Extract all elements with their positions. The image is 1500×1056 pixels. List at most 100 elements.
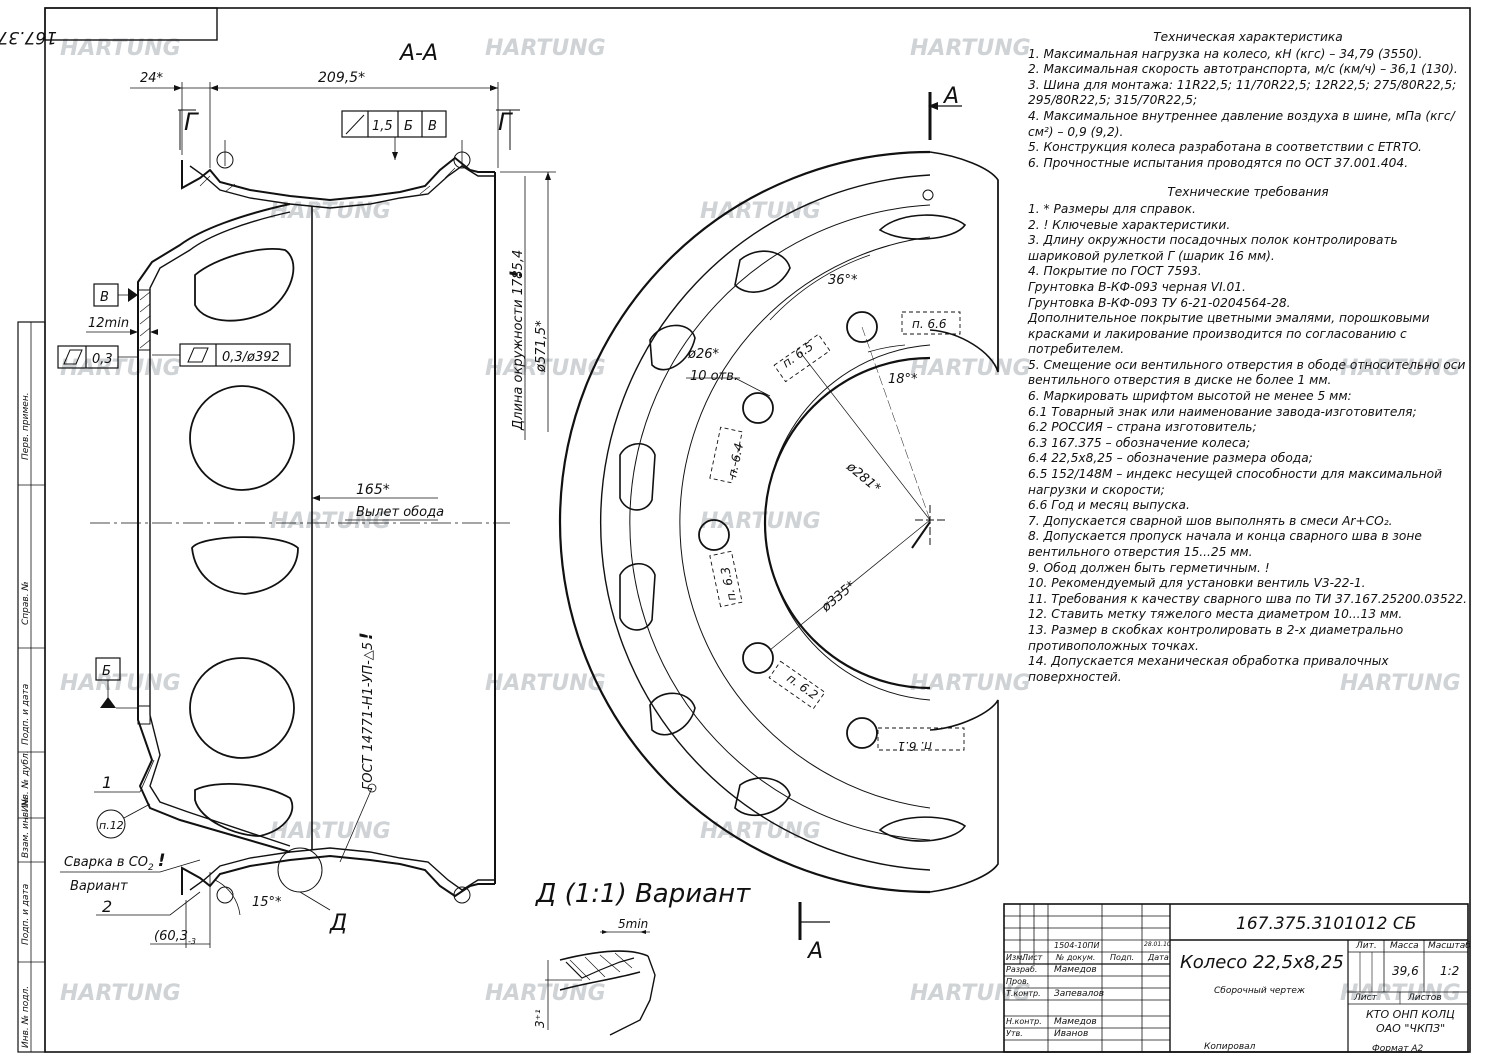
corner-code: 167.375.3101012 СБ <box>0 27 57 47</box>
tb-change-date: 28.01.10 <box>1144 941 1171 948</box>
mark-p61: п. 6.1 <box>897 739 932 753</box>
tb-sheets: Листов <box>1408 993 1442 1003</box>
req-item: 7. Допускается сварной шов выполнять в с… <box>1028 513 1393 528</box>
tb-scale: 1:2 <box>1440 964 1460 978</box>
dim-3: 3⁺¹ <box>533 1009 547 1028</box>
req-item: 6.5 152/148М – индекс несущей способност… <box>1028 467 1443 497</box>
req-item: 1. * Размеры для справок. <box>1028 201 1196 216</box>
req-item: 6.2 РОССИЯ – страна изготовитель; <box>1028 420 1257 435</box>
watermark: HARTUNG <box>910 36 1031 61</box>
watermark: HARTUNG <box>485 356 606 381</box>
req-item: 14. Допускается механическая обработка п… <box>1028 654 1389 684</box>
tol-datum-b: Б <box>404 119 413 134</box>
datum-v: В <box>100 290 109 305</box>
dim-165: 165* <box>356 482 390 498</box>
gost-key: ! <box>357 632 377 640</box>
req-item: 5. Смещение оси вентильного отверстия в … <box>1028 357 1466 388</box>
tb-nkontr: Н.контр. <box>1006 1017 1042 1026</box>
gost-weld: ГОСТ 14771-Н1-УП-△5 <box>361 642 376 790</box>
tb-podp: Подп. <box>1110 953 1135 962</box>
tb-change-no: 1504-10ПИ <box>1054 941 1100 950</box>
title-block: 167.375.3101012 СБ 1504-10ПИ 28.01.10 Из… <box>1004 904 1471 1054</box>
watermark: HARTUNG <box>1340 671 1461 696</box>
req-item: 12. Ставить метку тяжелого места диаметр… <box>1028 607 1403 622</box>
strip-label: Взам. инв. № <box>21 797 31 858</box>
tech-item: 5. Конструкция колеса разработана в соот… <box>1028 140 1422 155</box>
detail-d: Д (1:1) Вариант <box>535 879 751 1036</box>
dim-209: 209,5* <box>318 70 365 86</box>
tb-razrab: Разраб. <box>1006 965 1038 974</box>
variant-label: Вариант <box>70 879 128 894</box>
tech-item: 3. Шина для монтажа: 11R22,5; 11/70R22,5… <box>1028 77 1457 108</box>
datum-b: Б <box>102 664 111 679</box>
tech-item: 4. Максимальное внутреннее давление возд… <box>1028 108 1455 139</box>
angle-18: 18°* <box>888 372 918 387</box>
req-item: 9. Обод должен быть герметичным. ! <box>1028 560 1270 575</box>
detail-title: Д (1:1) Вариант <box>535 879 751 909</box>
strip-label: Справ. № <box>21 581 31 625</box>
watermark: HARTUNG <box>485 981 606 1006</box>
tb-copied: Копировал <box>1204 1042 1256 1052</box>
pos-2: 2 <box>102 897 112 916</box>
tech-item: 1. Максимальная нагрузка на колесо, кН (… <box>1028 46 1423 61</box>
req-item: 6. Маркировать шрифтом высотой не менее … <box>1028 389 1352 404</box>
drawing-frame <box>17 7 1471 1053</box>
dim-24: 24* <box>140 71 164 86</box>
notes-panel: Техническая характеристика 1. Максимальн… <box>1028 30 1468 685</box>
req-item: 4. Покрытие по ГОСТ 7593. <box>1028 264 1202 279</box>
req-item: 11. Требования к качеству сварного шва п… <box>1028 591 1467 606</box>
tb-sheet: Лист <box>1354 993 1377 1003</box>
tb-izm: Изм. <box>1006 953 1025 962</box>
title-block-grid <box>1003 903 1469 1053</box>
tb-code: 167.375.3101012 СБ <box>1236 914 1417 934</box>
angle-36: 36°* <box>828 273 858 288</box>
circumference: Длина окружности 1785,4 <box>511 250 526 431</box>
section-title: А-А <box>398 41 438 66</box>
watermark: HARTUNG <box>270 819 391 844</box>
req-item: 6.3 167.375 – обозначение колеса; <box>1028 435 1251 450</box>
watermark: HARTUNG <box>700 199 821 224</box>
mark-p62: п. 6.2 <box>784 671 820 702</box>
tb-mass: 39,6 <box>1392 964 1419 978</box>
dim-5min: 5min <box>618 917 648 931</box>
req-item: 2. ! Ключевые характеристики. <box>1028 217 1231 232</box>
req-item: 8. Допускается пропуск начала и конца св… <box>1028 529 1422 559</box>
req-item: 6.1 Товарный знак или наименование завод… <box>1028 404 1417 419</box>
watermark: HARTUNG <box>485 671 606 696</box>
watermark: HARTUNG <box>910 671 1031 696</box>
mark-p64: п. 6.4 <box>725 442 746 479</box>
req-item: 3. Длину окружности посадочных полок кон… <box>1028 233 1398 263</box>
section-view: А-А <box>57 41 556 948</box>
tb-razrab-name: Мамедов <box>1054 965 1097 975</box>
tol-datum-v: В <box>428 119 437 134</box>
watermark: HARTUNG <box>700 819 821 844</box>
dim-60: (60,3-3 <box>154 929 196 946</box>
note-ref-12: п.12 <box>99 819 124 832</box>
tb-org1: КТО ОНП КОЛЦ <box>1366 1008 1455 1021</box>
watermark: HARTUNG <box>60 981 181 1006</box>
angle-15: 15°* <box>252 895 282 910</box>
left-strip-labels: Перв. примен. Справ. № Подп. и дата Инв.… <box>21 392 31 1048</box>
req-item: 6.4 22,5x8,25 – обозначение размера обод… <box>1028 451 1313 466</box>
weld-label: Сварка в CO2! <box>64 851 166 873</box>
tb-name: Колесо 22,5x8,25 <box>1180 952 1344 973</box>
tech-item: 2. Максимальная скорость автотранспорта,… <box>1028 62 1458 77</box>
strip-label: Инв. № подл. <box>21 986 31 1048</box>
watermark: HARTUNG <box>270 199 391 224</box>
hole-count: 10 отв. <box>690 369 738 384</box>
cut-label-bottom: А <box>806 939 823 964</box>
dim-335: ø335* <box>818 578 859 616</box>
pos-1: 1 <box>102 773 112 792</box>
cut-label-top: А <box>942 84 959 109</box>
mark-g2: Г <box>498 108 513 136</box>
req-item: 13. Размер в скобках контролировать в 2-… <box>1028 622 1404 653</box>
watermark: HARTUNG <box>910 981 1031 1006</box>
dim-571: ø571,5* <box>534 320 549 373</box>
req-item: Грунтовка В-КФ-093 ТУ 6-21-0204564-28. <box>1028 295 1291 310</box>
flat-2: 0,3/ø392 <box>222 350 280 365</box>
circumference-key: ! <box>507 270 527 278</box>
tb-ndoc: № докум. <box>1056 953 1096 962</box>
tb-utv-name: Иванов <box>1054 1029 1089 1039</box>
req-item: 6.6 Год и месяц выпуска. <box>1028 498 1190 513</box>
